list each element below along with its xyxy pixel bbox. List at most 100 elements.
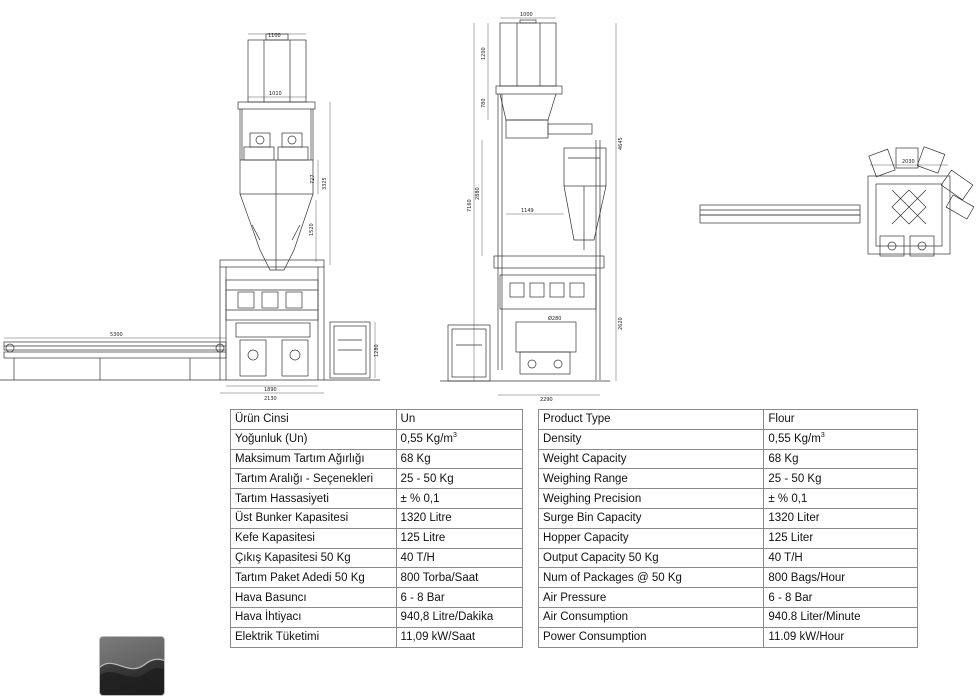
- table-row: Yoğunluk (Un)0,55 Kg/m3: [230, 428, 524, 450]
- svg-text:1200: 1200: [481, 47, 487, 60]
- spec-value: 1320 Litre: [395, 507, 524, 529]
- side-view: [440, 17, 617, 396]
- spec-key: Kefe Kapasitesi: [230, 527, 397, 549]
- svg-text:4645: 4645: [618, 137, 624, 150]
- spec-value: 40 T/H: [395, 547, 524, 569]
- spec-value: ± % 0,1: [395, 488, 524, 509]
- spec-value: 11.09 kW/Hour: [763, 626, 918, 648]
- svg-text:5300: 5300: [110, 332, 123, 338]
- spec-value-text: 0,55 Kg/m: [400, 433, 453, 446]
- spec-key: Hava Basuncı: [230, 587, 397, 608]
- top-view: [699, 146, 975, 257]
- spec-key: Yoğunluk (Un): [230, 428, 397, 450]
- spec-value-text: 0,55 Kg/m: [768, 433, 821, 446]
- svg-text:1890: 1890: [264, 387, 277, 393]
- svg-text:1280: 1280: [374, 344, 380, 357]
- spec-key: Weighing Precision: [537, 488, 765, 509]
- spec-key: Çıkış Kapasitesi 50 Kg: [230, 547, 397, 569]
- svg-text:2880: 2880: [475, 187, 481, 200]
- svg-text:1149: 1149: [521, 208, 534, 214]
- spec-value: 40 T/H: [763, 547, 918, 569]
- spec-key: Ürün Cinsi: [230, 409, 397, 430]
- spec-key: Air Consumption: [537, 606, 765, 628]
- spec-key: Density: [537, 428, 765, 450]
- spec-key: Maksimum Tartım Ağırlığı: [230, 448, 397, 470]
- spec-key: Air Pressure: [537, 587, 765, 608]
- spec-value: 940.8 Liter/Minute: [763, 606, 918, 628]
- svg-text:1100: 1100: [268, 33, 281, 39]
- spec-key: Output Capacity 50 Kg: [537, 547, 765, 569]
- front-view: [0, 33, 380, 394]
- spec-key: Tartım Paket Adedi 50 Kg: [230, 567, 397, 589]
- spec-key: Weighing Range: [537, 468, 765, 490]
- svg-text:Ø280: Ø280: [548, 315, 561, 322]
- superscript: 3: [820, 432, 825, 440]
- spec-key: Weight Capacity: [537, 448, 765, 470]
- spec-value: 125 Litre: [395, 527, 524, 549]
- spec-value: 1320 Liter: [763, 507, 918, 529]
- spec-key: Product Type: [537, 409, 765, 430]
- svg-text:3325: 3325: [322, 177, 328, 190]
- dimension-labels: 1100 1010 3325 727 1520 5300 1890 2130 1…: [110, 12, 915, 403]
- spec-key: Num of Packages @ 50 Kg: [537, 567, 765, 589]
- spec-value: 25 - 50 Kg: [763, 468, 918, 490]
- spec-value: 68 Kg: [763, 448, 918, 470]
- svg-text:7160: 7160: [467, 199, 473, 212]
- spec-value: Un: [395, 409, 524, 430]
- spec-key: Surge Bin Capacity: [537, 507, 765, 529]
- spec-value: 6 - 8 Bar: [763, 587, 918, 608]
- svg-text:727: 727: [310, 174, 316, 184]
- spec-value: 0,55 Kg/m3: [395, 428, 524, 450]
- svg-text:1520: 1520: [309, 223, 315, 236]
- spec-key: Elektrik Tüketimi: [230, 626, 397, 648]
- spec-value: ± % 0,1: [763, 488, 918, 509]
- svg-text:2030: 2030: [902, 159, 915, 165]
- superscript: 3: [452, 432, 457, 440]
- spec-value: 0,55 Kg/m3: [763, 428, 918, 450]
- svg-text:1010: 1010: [269, 91, 282, 97]
- spec-value: 6 - 8 Bar: [395, 587, 524, 608]
- spec-value: 800 Torba/Saat: [395, 567, 524, 589]
- spec-value: 11,09 kW/Saat: [395, 626, 524, 648]
- spec-value: Flour: [763, 409, 918, 430]
- spec-key: Hava İhtiyacı: [230, 606, 397, 628]
- spec-value: 125 Liter: [763, 527, 918, 549]
- spec-key: Power Consumption: [537, 626, 765, 648]
- spec-value: 940,8 Litre/Dakika: [395, 606, 524, 628]
- table-row: Weighing Precision± % 0,1: [537, 488, 918, 509]
- wave-logo-icon: [99, 636, 165, 696]
- svg-text:2130: 2130: [264, 396, 277, 402]
- svg-text:2620: 2620: [618, 317, 624, 330]
- spec-key: Tartım Hassasiyeti: [230, 488, 397, 509]
- table-row: Tartım Hassasiyeti± % 0,1: [230, 488, 524, 509]
- spec-key: Üst Bunker Kapasitesi: [230, 507, 397, 529]
- svg-text:2290: 2290: [540, 397, 553, 403]
- svg-text:780: 780: [481, 98, 487, 108]
- spec-value: 25 - 50 Kg: [395, 468, 524, 490]
- spec-key: Tartım Aralığı - Seçenekleri: [230, 468, 397, 490]
- technical-drawings: 1100 1010 3325 727 1520 5300 1890 2130 1…: [0, 12, 975, 403]
- spec-key: Hopper Capacity: [537, 527, 765, 549]
- spec-value: 68 Kg: [395, 448, 524, 470]
- spec-value: 800 Bags/Hour: [763, 567, 918, 589]
